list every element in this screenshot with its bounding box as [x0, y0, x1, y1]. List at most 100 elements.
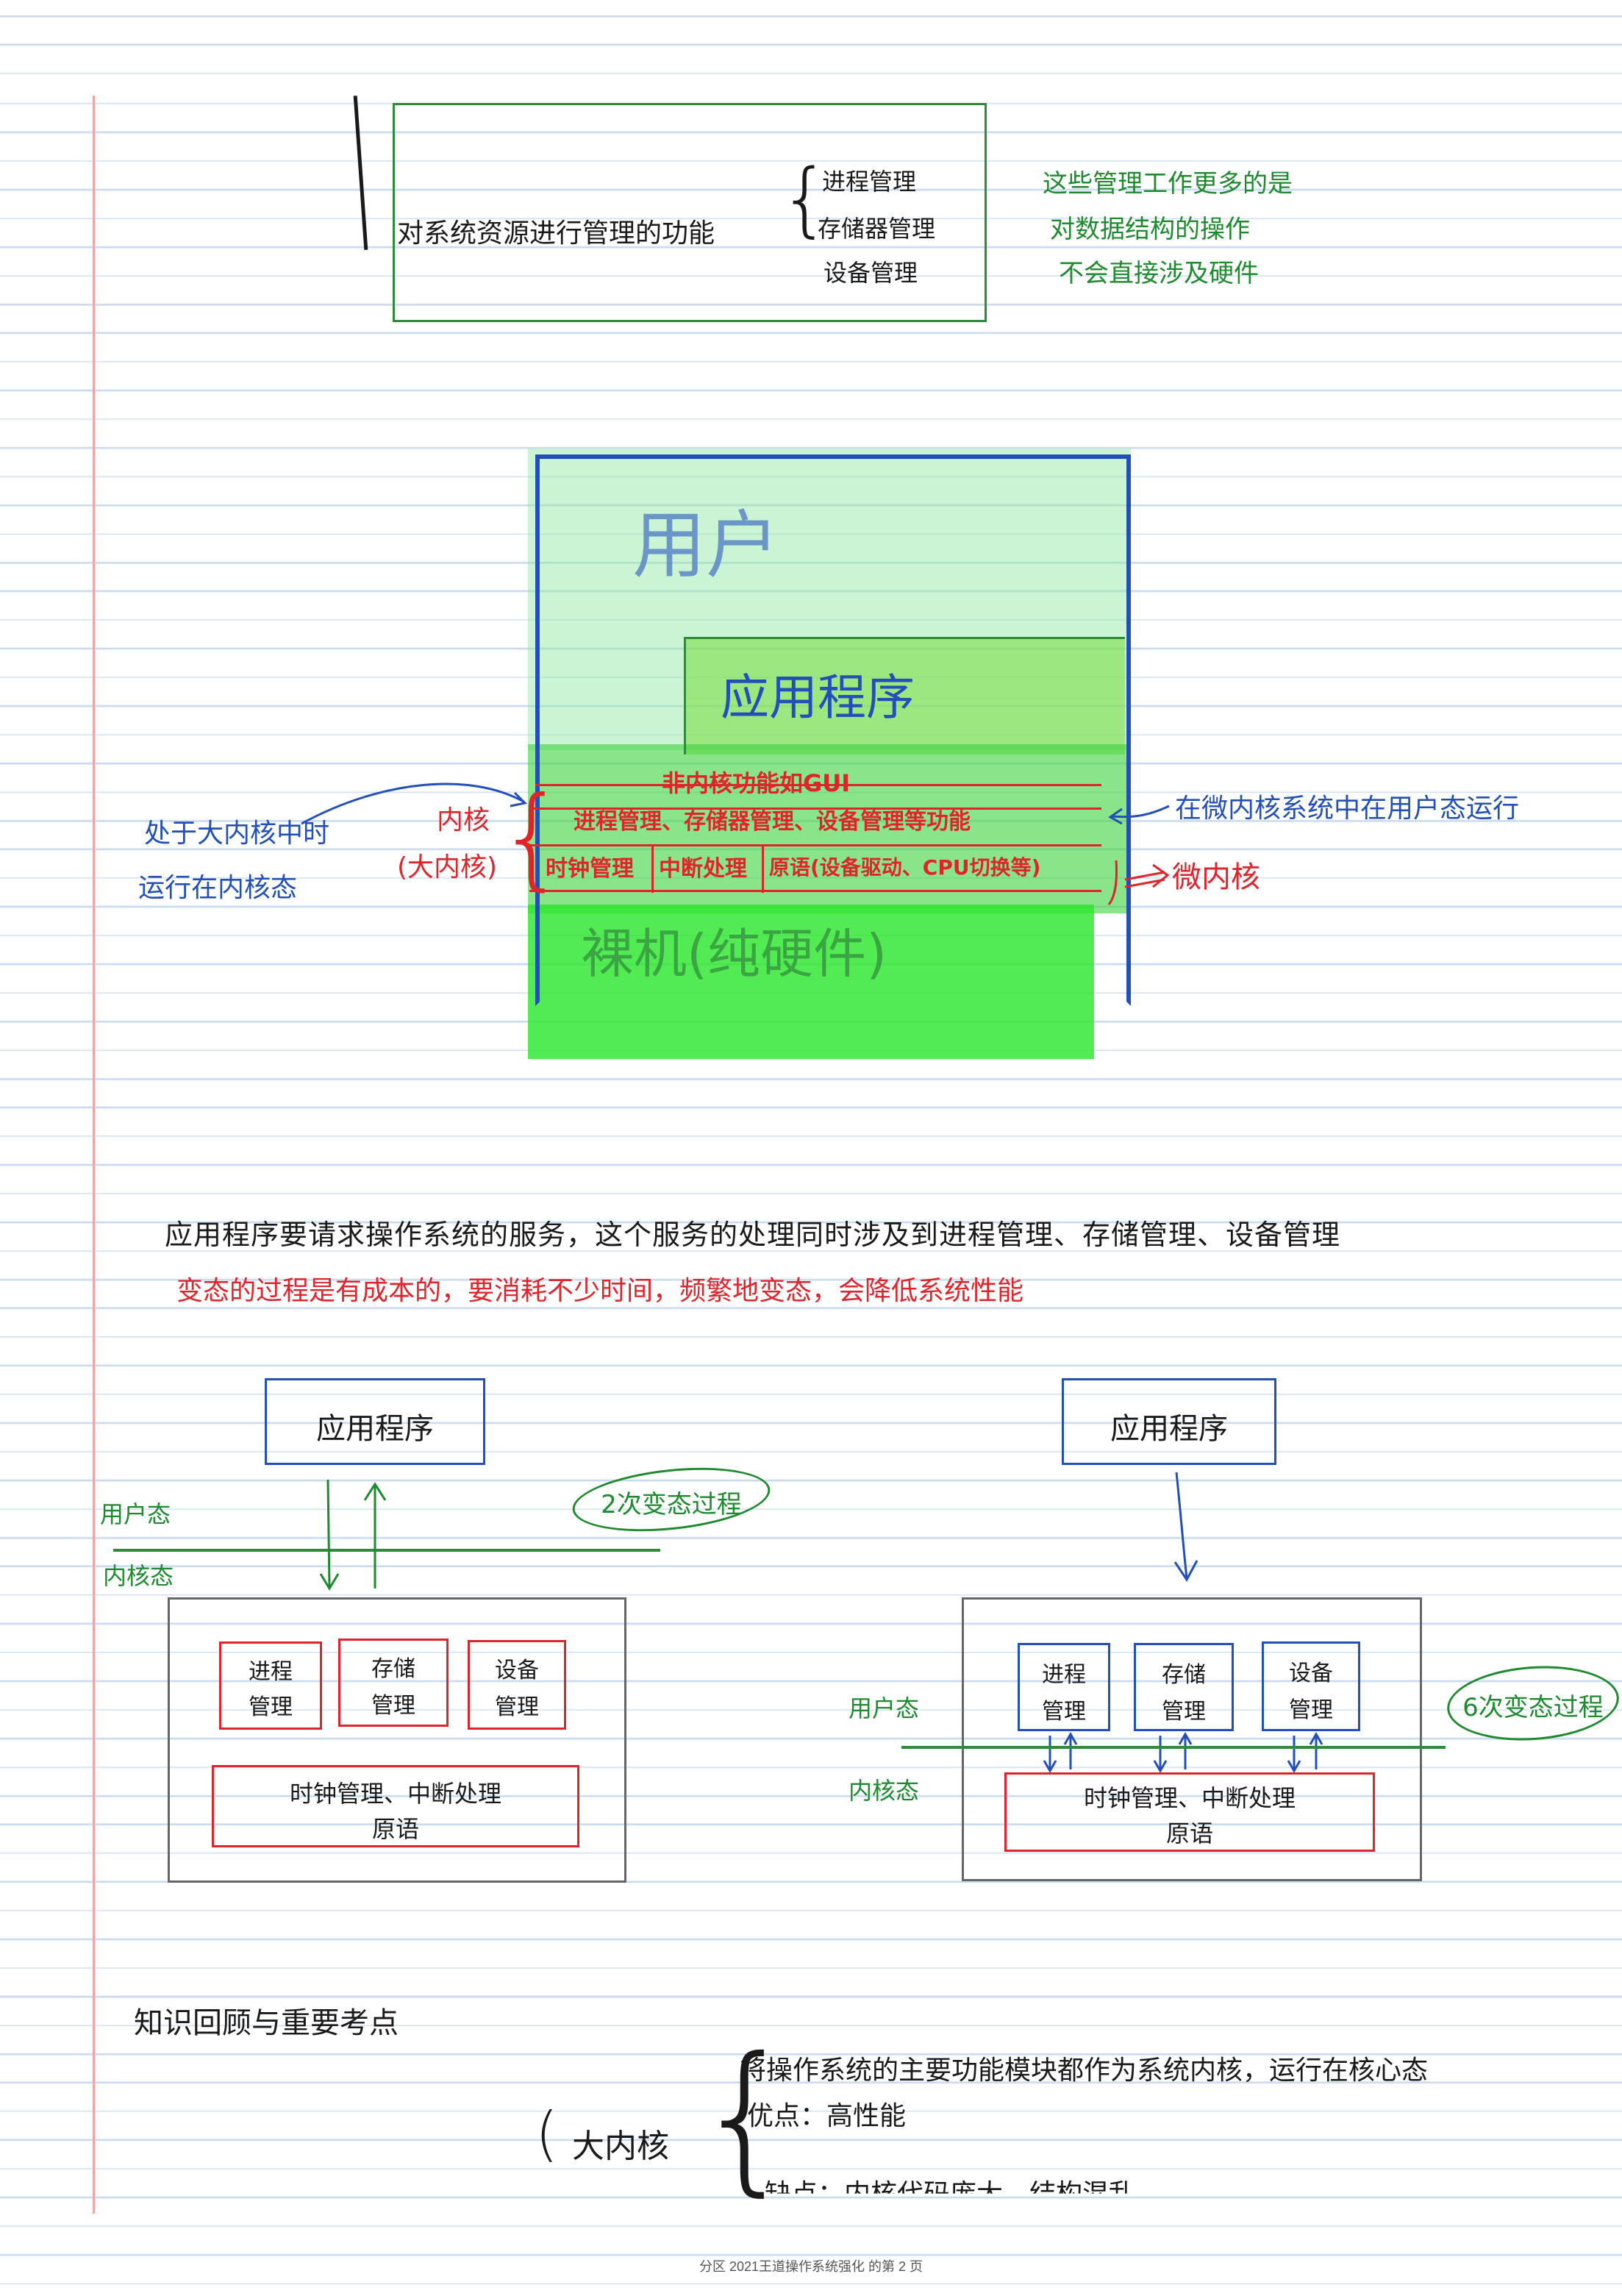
kernel-line: [529, 807, 1101, 810]
left-module-l2: 管理: [371, 1693, 415, 1719]
kernel-label: 内核: [437, 805, 490, 835]
arrow-head: [510, 791, 528, 807]
arrow-head: [1043, 1731, 1078, 1774]
right-base-box: [1004, 1772, 1375, 1852]
kernel-divider: [762, 844, 764, 893]
right-note-label: 6次变态过程: [1462, 1693, 1604, 1722]
top-note-main: 对系统资源进行管理的功能: [397, 218, 715, 249]
left-module-l2: 管理: [495, 1694, 539, 1720]
right-module-l1: 进程: [1042, 1662, 1086, 1688]
bare-machine-highlight: [528, 905, 1094, 1059]
down-arrow: [1175, 1472, 1188, 1579]
right-base-l1: 时钟管理、中断处理: [1083, 1784, 1296, 1812]
updown-arrows: [1293, 1736, 1318, 1769]
right-module-l2: 管理: [1042, 1699, 1086, 1725]
review-line: 优点：高性能: [747, 2101, 907, 2131]
top-note-item: 设备管理: [823, 259, 918, 287]
micro-kernel-label: 微内核: [1172, 860, 1260, 894]
right-module-l1: 设备: [1289, 1661, 1333, 1686]
side-note-line: 对数据结构的操作: [1050, 215, 1250, 244]
brace: {: [779, 151, 831, 246]
upper-kernel-label: 进程管理、存储器管理、设备管理等功能: [574, 809, 971, 835]
review-title: 知识回顾与重要考点: [134, 2006, 399, 2040]
left-mode-boundary: [113, 1549, 660, 1552]
left-model-arrows: [319, 1479, 387, 1591]
left-module-l1: 存储: [371, 1656, 415, 1682]
app-highlight: [684, 637, 1125, 755]
user-label: 用户: [632, 502, 779, 588]
left-base-l1: 时钟管理、中断处理: [289, 1780, 501, 1808]
right-mode-boundary: [901, 1746, 1446, 1749]
clock-label: 时钟管理: [546, 856, 634, 882]
page-footer: 分区 2021王道操作系统强化 的第 2 页: [699, 2259, 923, 2274]
left-app-box: [265, 1378, 485, 1465]
big-kernel-label: 大内核: [572, 2128, 669, 2165]
left-kernel-mode: 内核态: [103, 1562, 174, 1590]
right-module-l2: 管理: [1162, 1699, 1206, 1725]
primitive-label: 原语(设备驱动、CPU切换等): [769, 855, 1041, 880]
arrow-head: [1108, 807, 1123, 825]
arrow-head: [1287, 1731, 1323, 1774]
right-base-l2: 原语: [1165, 1819, 1213, 1847]
left-note-line: 处于大内核中时: [144, 819, 330, 849]
brace: {: [497, 774, 568, 902]
left-base-l2: 原语: [371, 1815, 419, 1843]
left-kernel-box: [168, 1597, 626, 1883]
right-user-mode: 用户态: [848, 1694, 920, 1722]
kernel-top-line: [535, 784, 1101, 786]
right-note-arrow: [1111, 805, 1170, 819]
app-label: 应用程序: [721, 669, 915, 726]
kernel-divider: [651, 844, 654, 893]
right-kernel-mode: 内核态: [848, 1777, 920, 1805]
layer-diagram-arrows: [301, 782, 1170, 905]
right-app-label: 应用程序: [1110, 1412, 1228, 1446]
right-kernel-box: [962, 1597, 1422, 1881]
left-module-l1: 设备: [495, 1658, 539, 1683]
left-module-box: [468, 1640, 566, 1730]
left-base-box: [212, 1765, 579, 1847]
kernel-line: [529, 890, 1101, 892]
right-module-box: [1134, 1643, 1234, 1731]
left-module-box: [219, 1641, 322, 1730]
right-module-l2: 管理: [1289, 1697, 1333, 1723]
top-note-box: [393, 103, 987, 322]
arrow-head: [1173, 1560, 1198, 1582]
right-module-box: [1262, 1641, 1360, 1731]
paren: (: [535, 2100, 559, 2168]
arrow-head: [1152, 863, 1170, 888]
left-module-l1: 进程: [249, 1659, 293, 1685]
kernel-line: [529, 844, 1101, 846]
paragraph-line-1: 应用程序要请求操作系统的服务，这个服务的处理同时涉及到进程管理、存储管理、设备管…: [165, 1219, 1341, 1251]
top-note-item: 进程管理: [822, 168, 917, 196]
review-line: 缺点：内核代码庞大，结构混乱: [765, 2179, 1136, 2209]
updown-arrows: [1159, 1736, 1187, 1769]
left-app-label: 应用程序: [316, 1412, 434, 1446]
bare-machine-label: 裸机(纯硬件): [581, 923, 887, 985]
micro-kernel-bracket: [1107, 860, 1118, 905]
left-module-box: [338, 1639, 449, 1727]
side-note-line: 这些管理工作更多的是: [1043, 169, 1293, 199]
left-note-label: 2次变态过程: [601, 1490, 742, 1519]
review-line: 将操作系统的主要功能模块都作为系统内核，运行在核心态: [740, 2056, 1429, 2086]
side-note-line: 不会直接涉及硬件: [1059, 259, 1259, 288]
brace: {: [694, 2022, 797, 2211]
top-note-item: 存储器管理: [818, 215, 936, 243]
left-note-line: 运行在内核态: [138, 873, 298, 903]
system-frame: [535, 454, 1131, 1006]
paragraph-line-2: 变态的过程是有成本的，要消耗不少时间，频繁地变态，会降低系统性能: [176, 1276, 1024, 1306]
right-module-l1: 存储: [1162, 1662, 1206, 1688]
right-note: 在微内核系统中在用户态运行: [1175, 794, 1520, 824]
kernel-sub-label: (大内核): [397, 852, 498, 883]
down-arrow: [326, 1479, 331, 1588]
arrow-head: [363, 1482, 387, 1501]
kernel-highlight: [528, 744, 1131, 913]
right-model-arrows: [1043, 1472, 1323, 1774]
micro-kernel-arrow: [1124, 871, 1165, 888]
arrow-head: [1153, 1731, 1193, 1774]
app-box-edge: [684, 637, 1125, 755]
non-kernel-label: 非内核功能如GUI: [662, 769, 851, 797]
left-user-mode: 用户态: [100, 1500, 171, 1528]
right-app-box: [1062, 1378, 1276, 1465]
right-module-box: [1018, 1643, 1110, 1731]
arrow-head: [319, 1573, 340, 1591]
